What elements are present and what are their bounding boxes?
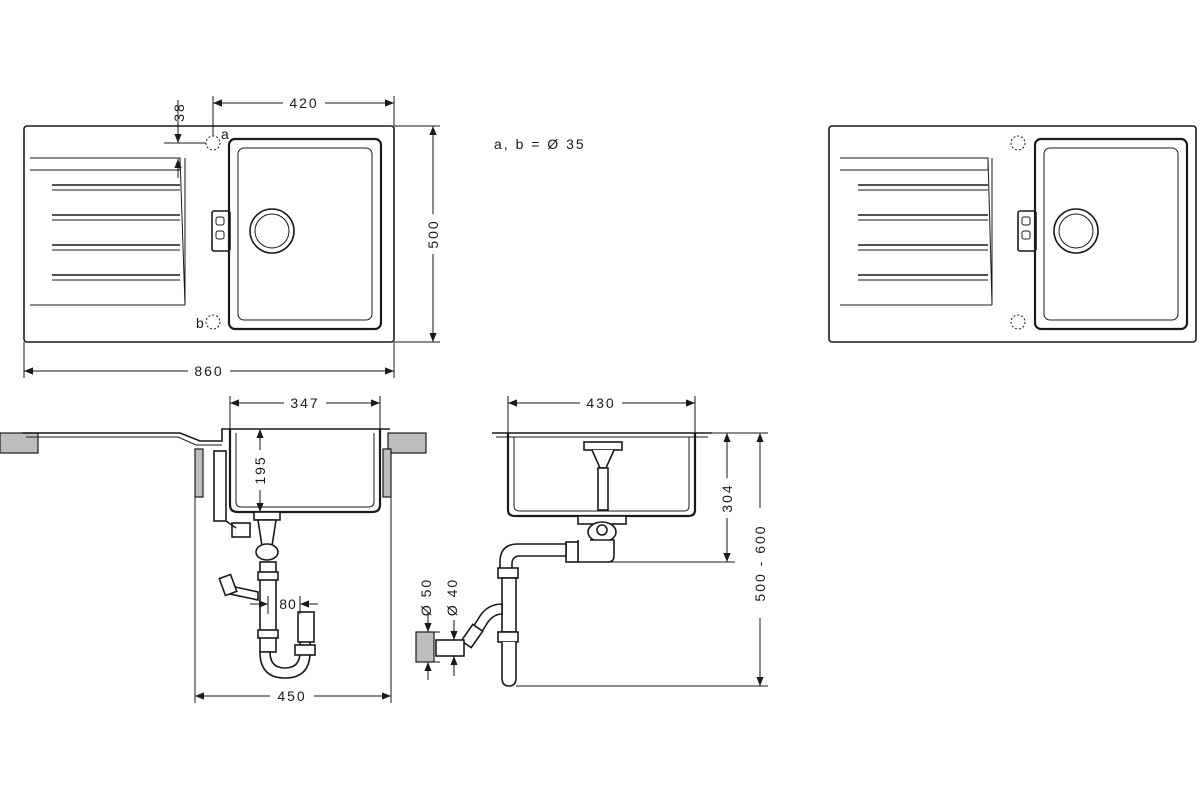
hole-diameter-note: a, b = Ø 35 bbox=[494, 136, 586, 152]
dim-install-height: 500 - 600 bbox=[752, 524, 768, 601]
hole-b-label: b bbox=[196, 315, 204, 331]
dim-depth: 500 bbox=[425, 219, 441, 248]
dim-bowl-width-top: 420 bbox=[289, 95, 318, 111]
front-section-view: 430 304 500 - 600 Ø 50 Ø 40 bbox=[415, 395, 768, 687]
dim-bowl-depth: 195 bbox=[252, 455, 268, 484]
dim-hole-offset: 38 bbox=[171, 102, 187, 122]
dim-drain-height: 304 bbox=[719, 483, 735, 512]
dim-side-bowl-width: 347 bbox=[290, 395, 319, 411]
top-view-dimensioned: a b 420 38 500 860 bbox=[23, 95, 441, 379]
dim-cabinet-width: 450 bbox=[277, 688, 306, 704]
dim-overall-width: 860 bbox=[194, 363, 223, 379]
dim-front-bowl-width: 430 bbox=[586, 395, 615, 411]
top-view-reversed bbox=[828, 125, 1197, 343]
tap-hole-a bbox=[205, 135, 221, 151]
hole-a-label: a bbox=[221, 126, 229, 142]
side-section-view: 347 195 80 450 bbox=[0, 395, 427, 704]
dim-trap-offset: 80 bbox=[279, 596, 297, 612]
dim-pipe-d40: Ø 40 bbox=[444, 578, 460, 616]
dim-pipe-d50: Ø 50 bbox=[418, 578, 434, 616]
tap-hole-b bbox=[205, 314, 221, 330]
